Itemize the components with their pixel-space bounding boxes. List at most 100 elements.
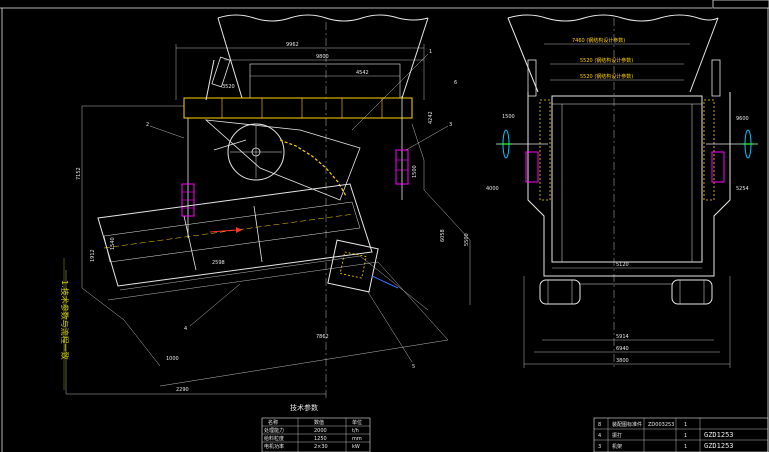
front-outer-housing — [527, 92, 731, 277]
callout-4: 4 — [184, 326, 187, 332]
dim-text-4: 4242 — [428, 111, 434, 124]
front-right-hanger — [711, 59, 721, 97]
conveyor-rib-2 — [253, 205, 263, 263]
flow-arrow-red-head — [236, 227, 242, 233]
front-dim-text-7: 9600 — [736, 116, 749, 122]
dim-text-6: 1912 — [90, 249, 96, 262]
tech-header-1: 数值 — [314, 419, 324, 426]
conveyor-inner — [103, 201, 361, 263]
hopper-box — [249, 63, 401, 99]
tech-table-title: 技术参数 — [290, 403, 318, 412]
front-inner-box — [551, 95, 703, 263]
front-note-2: 5520 (钢结构设计参数) — [580, 73, 633, 80]
front-left-spring — [525, 151, 539, 183]
hopper-wave-top — [217, 14, 429, 22]
dim-frame-low — [107, 261, 449, 387]
dim-text-2: 4542 — [356, 70, 369, 76]
tech-header-0: 名称 — [268, 419, 278, 426]
front-right-motor — [671, 279, 713, 305]
front-dim-text-6: 4000 — [486, 186, 499, 192]
dim-frame-left — [81, 106, 161, 367]
front-hopper-wave — [507, 14, 719, 22]
tech-row1-c2: mm — [352, 436, 362, 442]
front-note-1: 5520 (钢结构设计参数) — [580, 57, 633, 64]
tech-table-border — [261, 417, 371, 452]
title-block-border — [593, 417, 769, 452]
tech-row1-c1: 1250 — [314, 436, 327, 442]
title-block: 8 装配图标准件 ZD003253 1 4 振打 1 GZD1253 3 机架 … — [593, 417, 769, 452]
front-dim-text-4: 3800 — [616, 358, 629, 364]
dim-text-3: 7152 — [76, 167, 82, 180]
tb-r1-c3: 1 — [684, 433, 687, 439]
tech-row0-c2: t/h — [352, 428, 359, 434]
callout-1: 1 — [429, 49, 432, 55]
tb-r2-c4: GZD1253 — [704, 442, 734, 450]
front-dim-text-3: 6940 — [616, 346, 629, 352]
feed-chute-line — [213, 139, 247, 151]
tb-r1-c4: GZD1253 — [704, 431, 734, 439]
left-hanger-rod — [205, 59, 215, 101]
front-left-hanger — [527, 59, 537, 97]
front-left-motor — [539, 279, 581, 305]
tech-row0-c0: 处理能力 — [264, 427, 284, 434]
callout-5: 5 — [412, 364, 415, 370]
front-dim-text-0: 1500 — [502, 114, 515, 120]
tb-r2-c1: 机架 — [612, 443, 622, 450]
dim-text-5: 2598 — [212, 260, 225, 266]
discharge-inner — [339, 251, 367, 279]
frame-beam — [183, 97, 413, 119]
callout-2: 2 — [146, 122, 149, 128]
callout-leader-4 — [189, 283, 241, 327]
dim-text-14: 3520 — [222, 84, 235, 90]
front-hopper-left — [507, 17, 539, 93]
tech-parameter-table: 技术参数 名称 数值 单位 处理能力 2000 t/h 给料粒度 1250 mm… — [261, 403, 371, 452]
callout-3: 3 — [449, 122, 452, 128]
tb-r2-c0: 3 — [598, 444, 601, 450]
front-left-bracket — [539, 99, 551, 201]
right-spring — [395, 149, 409, 185]
tb-r0-c0: 8 — [598, 422, 601, 428]
front-left-handwheel — [496, 129, 548, 159]
callout-leader-3 — [405, 125, 449, 151]
dim-frame-mid — [119, 255, 429, 311]
front-dim-text-1: 5120 — [616, 262, 629, 268]
callout-leader-5 — [367, 291, 413, 363]
side-view: 9962 9800 4542 7152 4242 2598 1912 2290 … — [65, 14, 471, 400]
tech-row0-c1: 2000 — [314, 428, 327, 434]
hopper-right-wall — [401, 17, 429, 99]
tb-r0-c2: ZD003253 — [648, 422, 674, 428]
tech-row2-c1: 2×30 — [314, 444, 328, 450]
tb-r0-c1: 装配图标准件 — [612, 421, 642, 428]
callout-leader-2 — [149, 125, 185, 139]
flow-arrow-red — [209, 229, 237, 233]
front-right-spring — [711, 151, 725, 183]
frame-corner-box — [712, 0, 769, 9]
tb-r1-c1: 振打 — [612, 432, 622, 439]
dim-text-11: 6058 — [440, 229, 446, 242]
hopper-left-wall — [217, 17, 243, 99]
discharge-arrow-blue — [371, 275, 399, 289]
impact-plate — [279, 139, 347, 197]
front-dim-text-2: 5914 — [616, 334, 629, 340]
tech-row2-c2: kW — [352, 444, 360, 450]
dim-frame-right — [411, 123, 471, 305]
callout-6: 6 — [454, 80, 457, 86]
dim-text-9: 1000 — [166, 356, 179, 362]
tech-row2-c0: 电机功率 — [264, 443, 284, 450]
vertical-notes: 1.技术参数与流程一致 — [60, 280, 70, 360]
tb-r1-c0: 4 — [598, 433, 601, 439]
dim-text-1: 9800 — [316, 54, 329, 60]
front-dim-text-5: 5254 — [736, 186, 749, 192]
dim-text-13: 1500 — [412, 165, 418, 178]
rotor-circle — [227, 123, 285, 181]
tech-header-2: 单位 — [352, 419, 362, 426]
left-hanger-bracket — [211, 56, 231, 88]
front-view: 7460 (钢结构设计参数) 5520 (钢结构设计参数) 5520 (钢结构设… — [486, 14, 758, 370]
dim-text-12: 1540 — [110, 237, 116, 250]
callout-leader-1 — [351, 53, 429, 131]
dim-text-7: 2290 — [176, 387, 189, 393]
front-right-handwheel — [706, 129, 758, 159]
tb-r2-c3: 1 — [684, 444, 687, 450]
